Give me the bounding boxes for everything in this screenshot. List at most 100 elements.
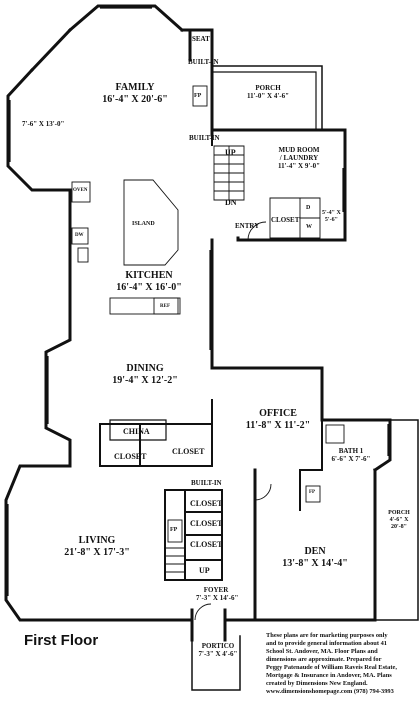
family-bay-dims: 7'-6" X 13'-0" (22, 120, 65, 128)
island-shape (123, 179, 179, 266)
dw-label: DW (75, 233, 84, 238)
sink (77, 247, 89, 263)
office-east-wall (320, 418, 392, 473)
disclaimer-line: These plans are for marketing purposes o… (266, 632, 388, 639)
dining-west-bay (44, 318, 72, 462)
living-dims: 21'-8" X 17'-3" (64, 546, 130, 558)
kitchen-label: KITCHEN 16'-4" X 16'-0" (104, 270, 194, 293)
mudroom-outer-wall (210, 128, 347, 242)
foyer-label: FOYER 7'-3" X 14'-6" (196, 586, 239, 603)
oven-cabinet (71, 181, 91, 203)
bath-wall (299, 419, 323, 511)
island-label: ISLAND (132, 221, 155, 227)
family-tower-wall (67, 4, 185, 33)
closet-living-2-label: CLOSET (190, 519, 223, 528)
seat-wall (188, 28, 214, 62)
living-closet-block (164, 489, 223, 581)
dining-name: DINING (126, 363, 164, 374)
closet-living-3-label: CLOSET (190, 540, 223, 549)
closet-living-1-label: CLOSET (190, 499, 223, 508)
den-name: DEN (304, 546, 326, 557)
den-fireplace-box (305, 485, 321, 503)
dryer-label: D (306, 205, 311, 211)
living-fp-label: FP (170, 527, 178, 533)
door-swing-den (254, 483, 272, 501)
small-closet-dims: 5'-4" X (322, 210, 341, 216)
disclaimer-line: Peggy Patenaude of William Raveis Real E… (266, 664, 397, 672)
china-block (99, 399, 213, 467)
office-label: OFFICE 11'-8" X 11'-2" (238, 408, 318, 431)
den-fp-label: FP (309, 490, 316, 495)
portico-dims: 7'-3" X 4'-6" (198, 650, 238, 659)
living-fireplace (167, 519, 183, 543)
den-label: DEN 13'-8" X 14'-4" (270, 546, 360, 569)
family-stair (213, 145, 245, 201)
disclaimer-line: School St. Andover, MA. Floor Plans and (266, 648, 378, 656)
ref-label: REF (160, 304, 170, 309)
foyer-dims: 7'-3" X 14'-6" (196, 594, 239, 603)
dishwasher (71, 227, 89, 245)
stair-up-label: UP (225, 148, 236, 157)
porch-side-dims2: 20'-8" (391, 523, 407, 530)
stair-dn-label: DN (225, 198, 237, 207)
living-bay (4, 458, 162, 622)
kitchen-name: KITCHEN (125, 270, 173, 281)
family-dims: 16'-4" X 20'-6" (102, 93, 168, 105)
mud-room-label: MUD ROOM / LAUNDRY 11'-4" X 9'-0" (264, 146, 334, 170)
bath-fixture (325, 424, 345, 444)
entry-label: ENTRY (235, 222, 260, 230)
mud-room-dims: 11'-4" X 9'-0" (278, 162, 320, 171)
disclaimer-text: These plans are for marketing purposes o… (266, 632, 418, 697)
family-label: FAMILY 16'-4" X 20'-6" (95, 82, 175, 105)
built-in-mid-label: BUILT-IN (189, 134, 220, 142)
disclaimer-line: dimensions are approximate. Prepared for (266, 656, 382, 664)
small-closet-label: 5'-4" X 5'-6" (322, 210, 341, 224)
disclaimer-line: and to provide general information about… (266, 640, 387, 648)
family-west-bay-wall (6, 67, 72, 192)
door-swing-entry (247, 221, 267, 241)
living-stair-up-label: UP (199, 566, 210, 575)
built-in-top-label: BUILT-IN (188, 58, 219, 66)
porch-side-dims: 4'-6" X (389, 516, 409, 523)
porch-top-name: PORCH (255, 84, 281, 92)
seat-label: SEAT (192, 35, 210, 43)
dining-east-wall (210, 358, 324, 422)
kitchen-dims: 16'-4" X 16'-0" (116, 281, 182, 293)
portico-name: PORTICO (201, 642, 235, 650)
den-dims: 13'-8" X 14'-4" (282, 557, 348, 569)
china-label: CHINA (123, 427, 150, 436)
porch-top-outline (211, 65, 323, 131)
washer-label: W (306, 224, 312, 230)
den-east-wall (258, 468, 377, 622)
office-dims: 11'-8" X 11'-2" (245, 419, 311, 431)
family-west-wall (29, 27, 73, 73)
dining-dims: 19'-4" X 12'-2" (112, 374, 178, 386)
disclaimer-line: Mortgage & Insurance in Andover, MA. Pla… (266, 672, 392, 680)
family-east-wall (180, 28, 192, 62)
living-label: LIVING 21'-8" X 17'-3" (52, 535, 142, 558)
foyer-name: FOYER (203, 586, 229, 594)
kitchen-counter-bottom (109, 297, 181, 315)
family-name: FAMILY (115, 82, 155, 93)
closet-dining-left-label: CLOSET (114, 452, 147, 461)
family-fireplace (192, 85, 208, 107)
living-stair (164, 547, 186, 581)
porch-side-outline (374, 419, 419, 621)
living-name: LIVING (78, 535, 116, 546)
disclaimer-line: www.dimensionshomepage.com (978) 794-399… (266, 688, 394, 696)
foyer-wall (158, 608, 262, 642)
bath-label: BATH 1 6'-6" X 7'-6" (326, 447, 376, 463)
refrigerator (153, 297, 179, 315)
closet-dining-right-label: CLOSET (172, 447, 205, 456)
porch-side-name: PORCH (388, 510, 410, 516)
porch-top-dims: 11'-0" X 4'-6" (247, 92, 289, 101)
porch-top-inner (211, 71, 317, 131)
porch-side-label: PORCH 4'-6" X 20'-8" (381, 510, 417, 531)
door-swing-foyer (194, 603, 212, 621)
bath-dims: 6'-6" X 7'-6" (331, 455, 371, 464)
china-counter (109, 419, 167, 441)
mud-room-name: MUD ROOM (278, 146, 320, 154)
oven-label: OVEN (73, 188, 88, 193)
mud-room-name2: / LAUNDRY (279, 154, 319, 163)
